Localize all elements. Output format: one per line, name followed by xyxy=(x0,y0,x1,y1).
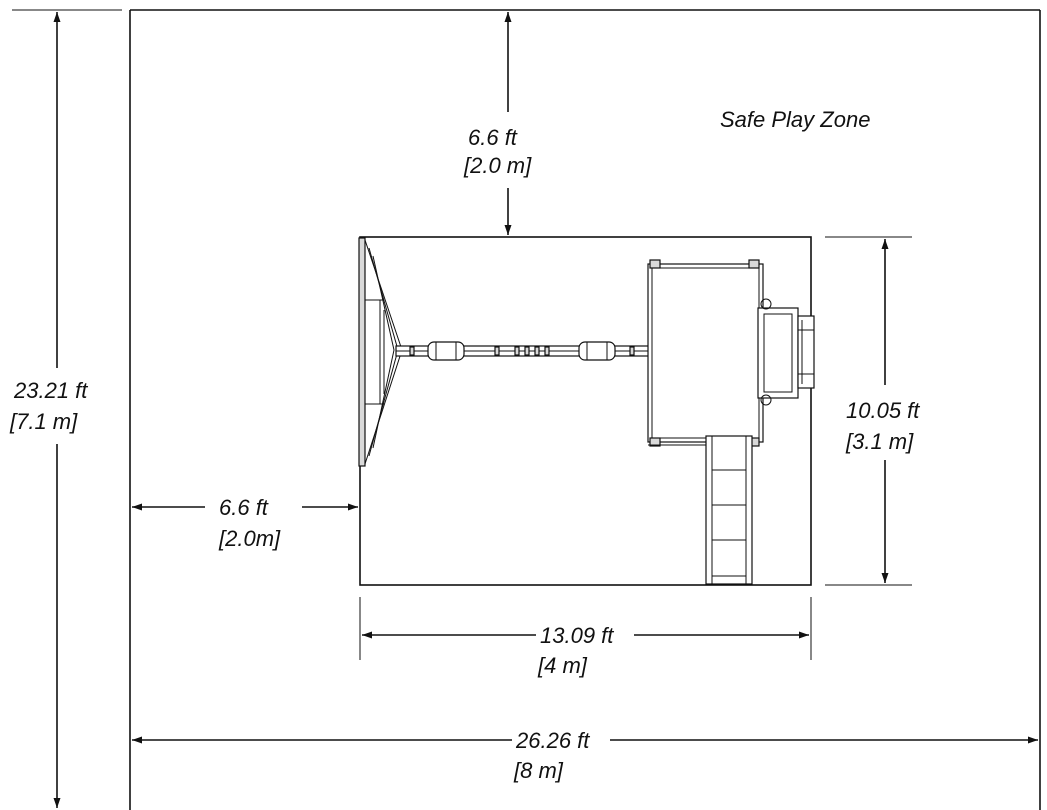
zone-width-dimension: 26.26 ft [8 m] xyxy=(132,728,1038,783)
play-tower xyxy=(647,259,764,447)
equipment-width-dimension: 13.09 ft [4 m] xyxy=(359,597,812,678)
safe-play-zone-label: Safe Play Zone xyxy=(720,107,870,132)
left-clearance-imperial: 6.6 ft xyxy=(219,495,269,520)
safe-play-zone-boundary xyxy=(129,9,1041,810)
left-clearance-dimension: 6.6 ft [2.0m] xyxy=(132,495,358,551)
ladder xyxy=(705,435,753,585)
top-clearance-dimension: 6.6 ft [2.0 m] xyxy=(463,12,532,235)
side-deck xyxy=(757,298,815,406)
equipment-width-imperial: 13.09 ft xyxy=(540,623,614,648)
zone-width-metric: [8 m] xyxy=(513,758,564,783)
equipment-depth-metric: [3.1 m] xyxy=(845,429,914,454)
left-clearance-metric: [2.0m] xyxy=(218,526,281,551)
zone-height-imperial: 23.21 ft xyxy=(13,378,88,403)
top-clearance-metric: [2.0 m] xyxy=(463,153,532,178)
equipment-depth-dimension: 10.05 ft [3.1 m] xyxy=(825,236,920,586)
zone-height-metric: [7.1 m] xyxy=(9,409,78,434)
equipment-width-metric: [4 m] xyxy=(537,653,588,678)
playset-equipment xyxy=(358,237,815,585)
zone-height-dimension: 23.21 ft [7.1 m] xyxy=(9,12,88,808)
top-clearance-imperial: 6.6 ft xyxy=(468,125,518,150)
zone-width-imperial: 26.26 ft xyxy=(515,728,590,753)
equipment-depth-imperial: 10.05 ft xyxy=(846,398,920,423)
